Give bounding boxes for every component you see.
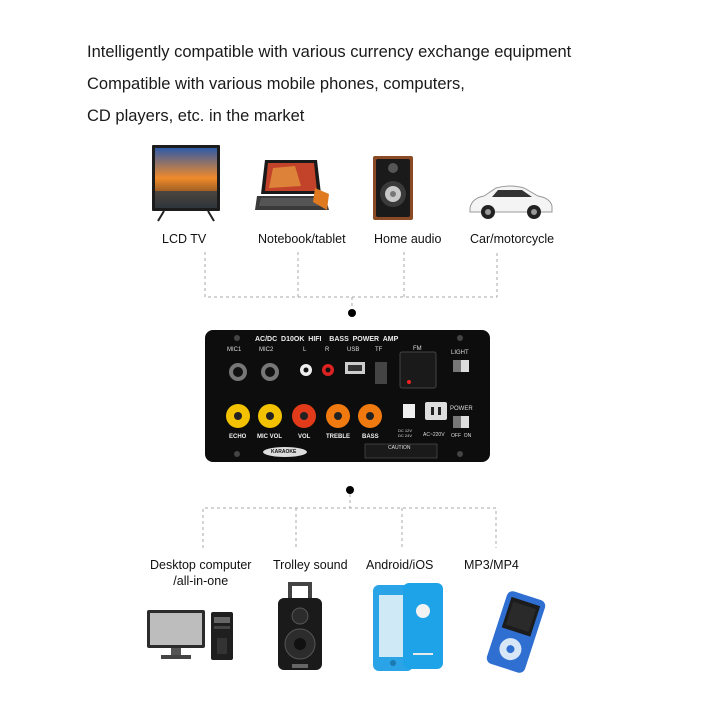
label-desktop-line2: /all-in-one	[173, 574, 229, 588]
label-bass: BASS	[362, 434, 379, 440]
board-title: AC/DC D10OK HIFI BASS POWER AMP	[255, 336, 399, 343]
label-l: L	[303, 347, 307, 353]
label-tf: TF	[375, 347, 383, 353]
label-treble: TREBLE	[326, 434, 350, 440]
connector-dot-bottom	[346, 486, 354, 494]
label-notebook-tablet: Notebook/tablet	[258, 232, 346, 246]
label-home-audio: Home audio	[374, 232, 442, 246]
label-mic1: MIC1	[227, 347, 242, 353]
desktop-computer-icon	[147, 610, 233, 660]
lcd-tv-icon	[152, 145, 220, 222]
label-trolley-sound: Trolley sound	[273, 558, 348, 572]
speaker-icon	[373, 156, 413, 220]
label-r: R	[325, 347, 330, 353]
connector-dot-top	[348, 309, 356, 317]
headline-line-3: CD players, etc. in the market	[87, 107, 305, 125]
phone-icon	[373, 583, 443, 671]
label-car-motorcycle: Car/motorcycle	[470, 232, 555, 246]
label-desktop-line1: Desktop computer	[150, 558, 252, 572]
label-usb: USB	[347, 347, 360, 353]
label-dc: DC 12V DC 24V	[398, 428, 413, 438]
label-echo: ECHO	[229, 434, 247, 440]
label-mic2: MIC2	[259, 347, 274, 353]
label-ac: AC~220V	[423, 432, 445, 438]
amplifier-board: AC/DC D10OK HIFI BASS POWER AMP MIC1 MIC…	[205, 330, 490, 462]
mp3-player-icon	[486, 591, 546, 673]
label-android-ios: Android/iOS	[366, 558, 434, 572]
trolley-speaker-icon	[278, 582, 322, 670]
car-icon	[469, 185, 553, 219]
headline-line-2: Compatible with various mobile phones, c…	[87, 75, 465, 93]
label-off-on: OFF ON	[451, 433, 472, 439]
label-desktop-computer: Desktop computer /all-in-one	[150, 557, 251, 589]
label-fm: FM	[413, 346, 422, 352]
laptop-icon	[255, 160, 329, 210]
label-mp3-mp4: MP3/MP4	[464, 558, 519, 572]
label-lcd-tv: LCD TV	[162, 232, 207, 246]
label-karaoke: KARAOKE	[271, 449, 297, 455]
label-light: LIGHT	[451, 350, 469, 356]
label-mic-vol: MIC VOL	[257, 434, 282, 440]
headline-line-1: Intelligently compatible with various cu…	[87, 43, 572, 61]
label-vol: VOL	[298, 434, 311, 440]
label-power: POWER	[450, 406, 473, 412]
label-caution: CAUTION	[388, 445, 411, 451]
